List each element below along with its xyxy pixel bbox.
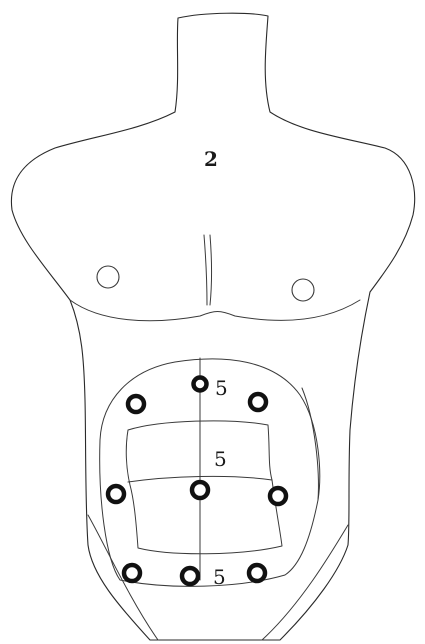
sternum-line-right (210, 235, 212, 305)
pectoral-contour (70, 300, 360, 321)
left-nipple (97, 266, 119, 288)
abdomen-outer-oval (100, 359, 320, 586)
marker-ring (249, 565, 265, 581)
lower-abdomen-label: 5 (213, 565, 226, 589)
torso-outline (11, 13, 414, 640)
right-nipple (292, 279, 314, 301)
upper-abdomen-label: 5 (215, 376, 228, 400)
right-inguinal-line (262, 525, 348, 640)
marker-ring (194, 378, 207, 391)
marker-ring (250, 394, 266, 410)
chest-label: 2 (204, 147, 218, 171)
marker-ring (182, 568, 198, 584)
marker-ring (124, 565, 140, 581)
marker-ring (270, 488, 286, 504)
marker-ring (192, 482, 208, 498)
right-flank-line (302, 388, 318, 500)
sternum-line (204, 235, 207, 305)
mid-abdomen-label: 5 (214, 447, 227, 471)
marker-ring (128, 396, 144, 412)
marker-ring (108, 486, 124, 502)
